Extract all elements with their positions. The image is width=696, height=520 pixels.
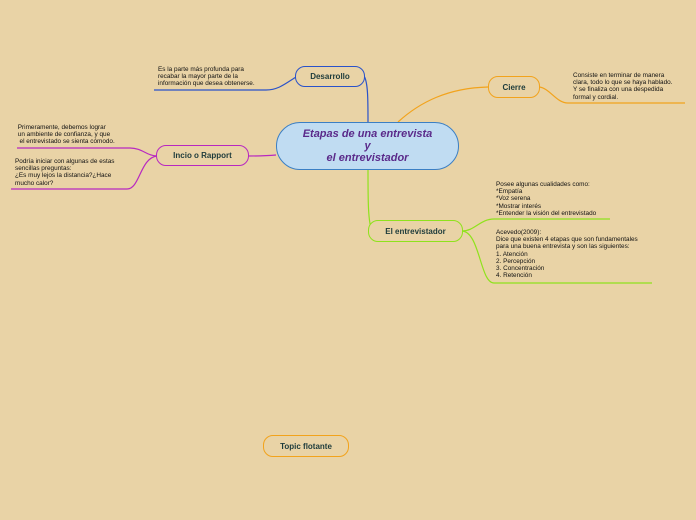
topic-cierre-label: Cierre (502, 82, 526, 92)
underline-entrevistador-note-2 (461, 230, 652, 284)
central-topic[interactable]: Etapas de una entrevista y el entrevista… (276, 122, 459, 170)
underline-cierre-note (538, 86, 685, 104)
topic-cierre[interactable]: Cierre (488, 76, 540, 98)
topic-floating[interactable]: Topic flotante (263, 435, 349, 457)
topic-inicio-rapport[interactable]: Incio o Rapport (156, 145, 249, 166)
note-entrevistador-2: Acevedo(2009): Dice que existen 4 etapas… (496, 229, 638, 280)
link-inicio (247, 154, 277, 157)
note-desarrollo: Es la parte más profunda para recabar la… (158, 66, 255, 88)
central-topic-line-1: Etapas de una entrevista (302, 128, 433, 140)
central-topic-line-2: y (364, 140, 371, 152)
topic-desarrollo-label: Desarrollo (310, 72, 350, 81)
note-entrevistador-1: Posee algunas cualidades como: *Empatía … (496, 181, 597, 217)
underline-inicio-note-2 (11, 155, 158, 190)
topic-entrevistador-label: El entrevistador (385, 226, 446, 236)
topic-el-entrevistador[interactable]: El entrevistador (368, 220, 463, 242)
note-inicio-1: Primeramente, debemos lograr un ambiente… (17, 124, 115, 146)
link-cierre (397, 86, 489, 123)
central-topic-line-3: el entrevistador (326, 152, 409, 164)
underline-entrevistador-note-1 (461, 218, 610, 232)
link-desarrollo (363, 75, 369, 123)
underline-desarrollo-note (154, 76, 297, 91)
underline-inicio-note-1 (17, 147, 158, 157)
topic-floating-label: Topic flotante (280, 441, 332, 451)
topic-desarrollo[interactable]: Desarrollo (295, 66, 365, 87)
note-cierre: Consiste en terminar de manera clara, to… (573, 72, 673, 101)
topic-inicio-label: Incio o Rapport (173, 151, 232, 160)
note-inicio-2: Podría iniciar con algunas de estas senc… (15, 158, 115, 187)
